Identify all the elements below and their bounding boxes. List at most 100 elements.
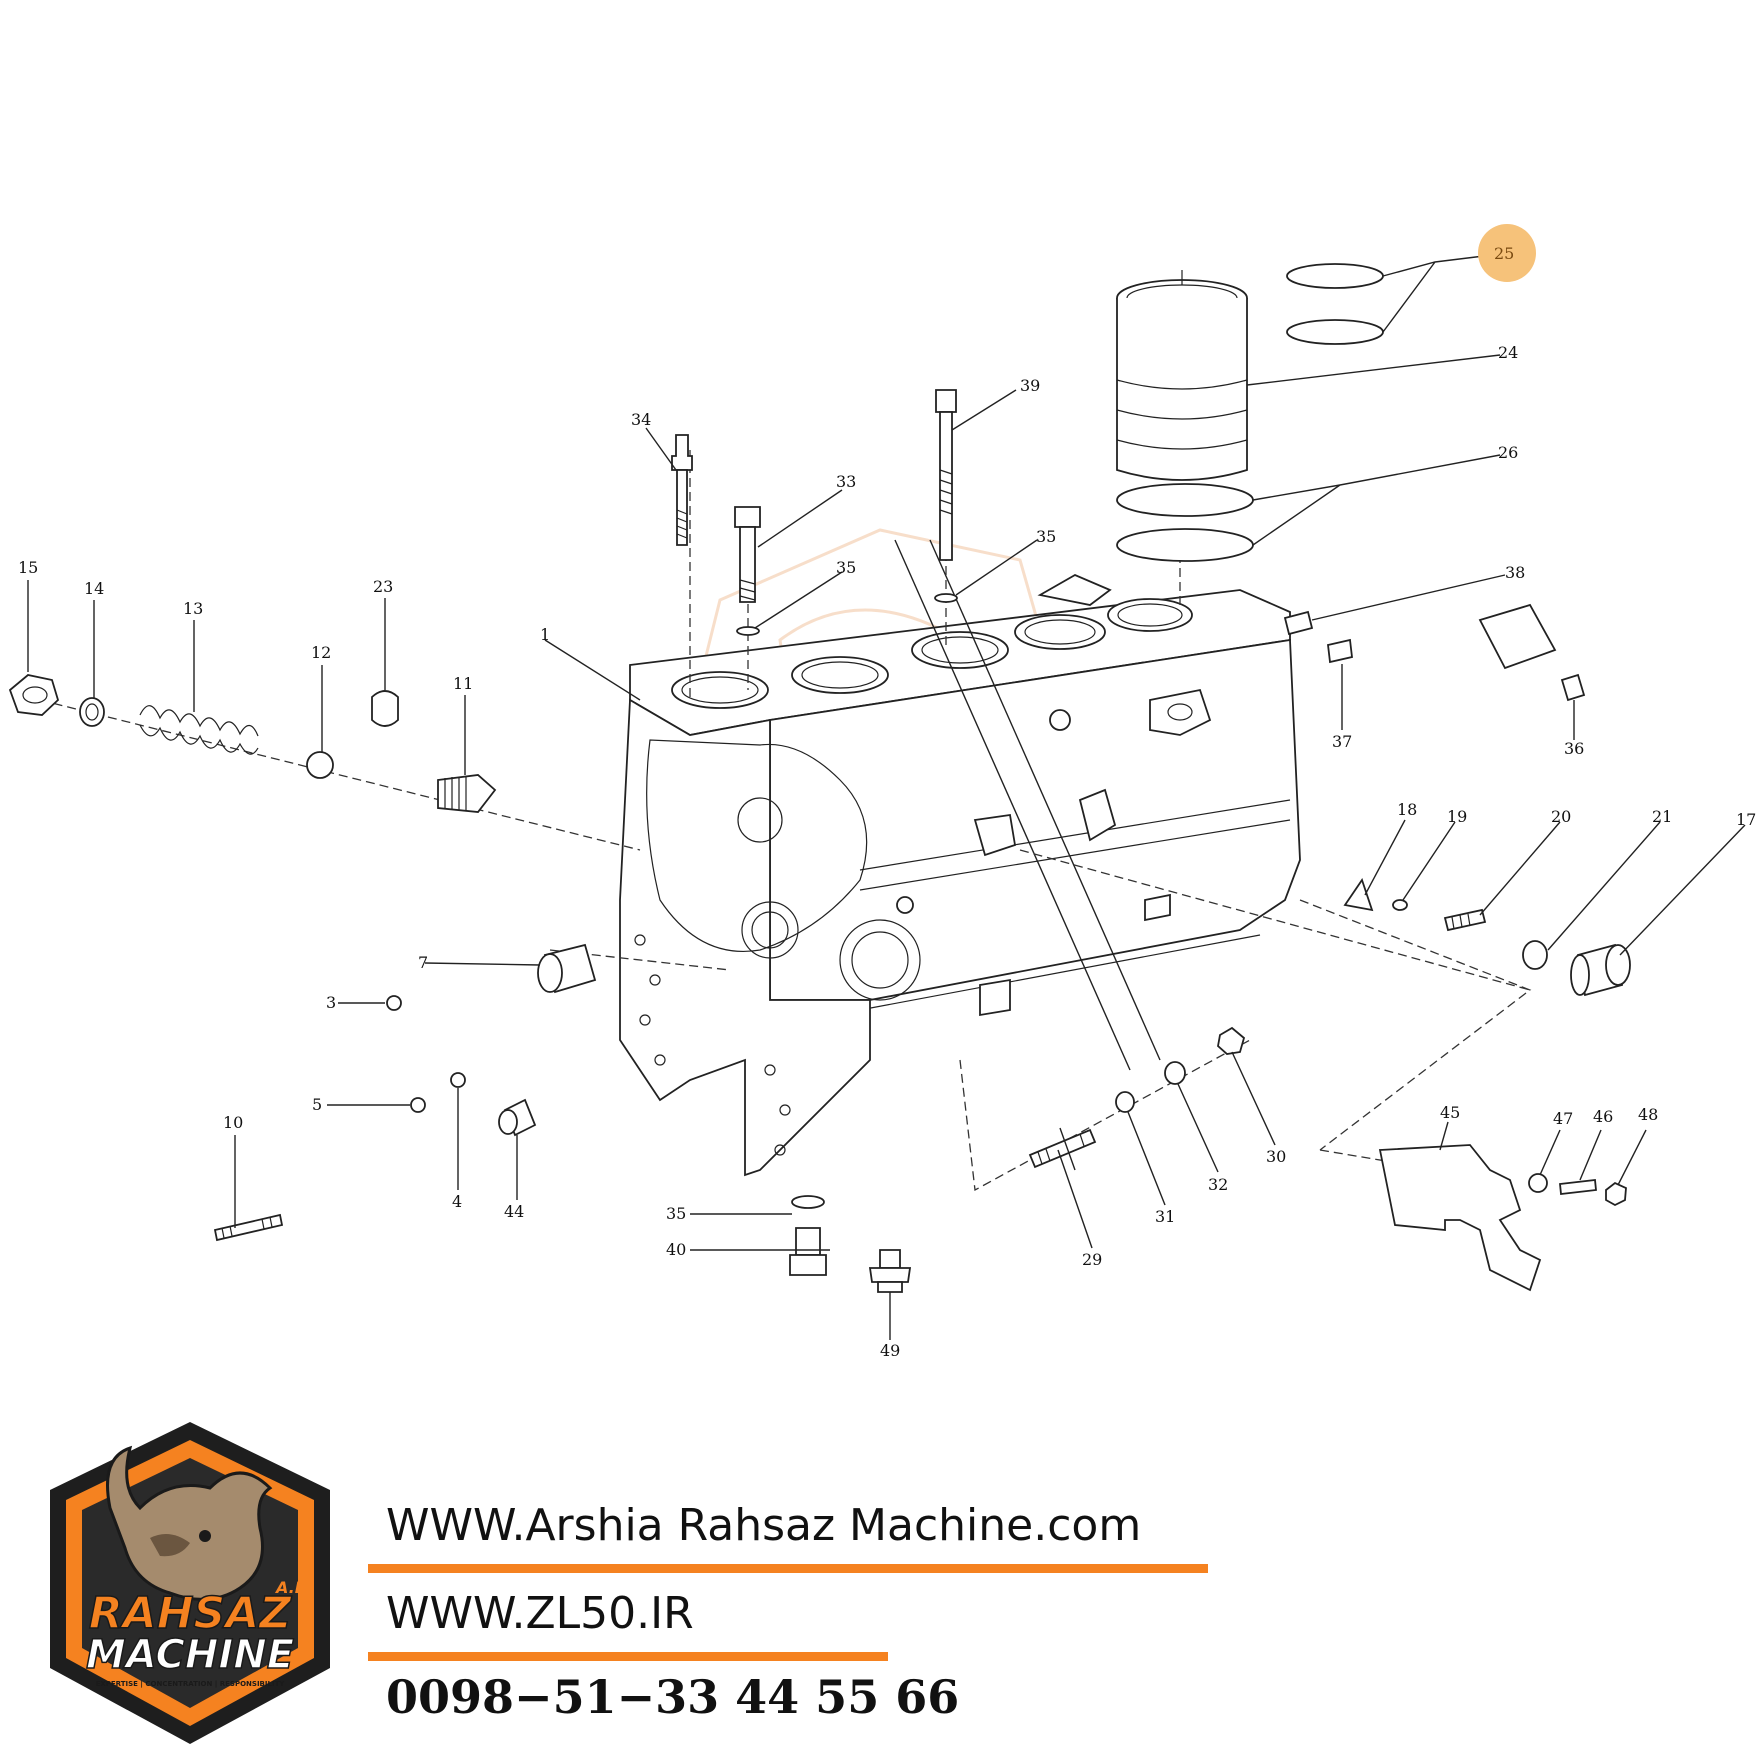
- part-48-nut: [1605, 1181, 1627, 1207]
- callout-15: 15: [18, 558, 38, 577]
- callout-5: 5: [312, 1095, 322, 1114]
- callout-17: 17: [1736, 810, 1756, 829]
- part-25-seal-ring: [1286, 319, 1384, 345]
- callout-35: 35: [836, 558, 856, 577]
- part-45-bracket: [1378, 1144, 1542, 1292]
- part-18-bracket: [1343, 877, 1374, 912]
- cylinder-block: [619, 539, 1301, 1177]
- callout-24: 24: [1498, 343, 1518, 362]
- part-49-drain-plug: [868, 1249, 912, 1293]
- logo-tagline: EXPERTISE | CONCENTRATION | RESPONSIBILI…: [96, 1680, 286, 1689]
- part-35-washer: [934, 593, 958, 603]
- part-11-valve: [437, 774, 497, 813]
- part-35-washer: [736, 626, 760, 636]
- part-31-washer: [1115, 1091, 1135, 1113]
- part-26-o-ring: [1116, 528, 1254, 562]
- callout-14: 14: [84, 579, 104, 598]
- callout-3: 3: [326, 993, 336, 1012]
- part-17-elbow-fitting: [1570, 943, 1631, 997]
- part-7-bushing: [537, 943, 597, 994]
- callout-18: 18: [1397, 800, 1417, 819]
- callout-36: 36: [1564, 739, 1584, 758]
- part-38-dowel: [1283, 610, 1314, 636]
- callout-26: 26: [1498, 443, 1518, 462]
- callout-numbers: 15 14 13 12 23 11 1 7 3 5 4 44 10 34 33 …: [18, 244, 1756, 1360]
- part-44-fitting: [498, 1098, 537, 1137]
- callout-33: 33: [836, 472, 856, 491]
- part-24-cylinder-liner: [1116, 270, 1248, 500]
- callout-34: 34: [631, 410, 651, 429]
- callout-49: 49: [880, 1341, 900, 1360]
- accent-bar: [368, 1652, 888, 1661]
- part-23-cap: [371, 690, 399, 727]
- logo-brand-bottom: MACHINE: [86, 1632, 294, 1678]
- part-30-nut: [1217, 1026, 1246, 1055]
- callout-20: 20: [1551, 807, 1571, 826]
- callout-4: 4: [452, 1192, 462, 1211]
- part-39-bolt: [935, 389, 957, 561]
- part-37-pin: [1327, 638, 1353, 664]
- phone-number: 0098−51−33 44 55 66: [386, 1670, 960, 1724]
- callout-25: 25: [1494, 244, 1514, 263]
- part-26-o-ring: [1116, 483, 1254, 517]
- part-20-bolt: [1443, 908, 1487, 932]
- part-32-washer: [1164, 1061, 1186, 1085]
- callout-21: 21: [1652, 807, 1672, 826]
- part-46-stud: [1559, 1179, 1597, 1195]
- callout-48: 48: [1638, 1105, 1658, 1124]
- part-13-spring: [139, 705, 259, 755]
- part-4-plug: [450, 1072, 466, 1088]
- part-10-stud: [213, 1213, 284, 1242]
- accent-bar: [368, 1564, 1208, 1573]
- rahsaz-machine-logo: A.I RAHSAZ MACHINE EXPERTISE | CONCENTRA…: [50, 1422, 330, 1744]
- parts: [8, 263, 1631, 1293]
- part-40-bolt: [789, 1227, 827, 1276]
- callout-46: 46: [1593, 1107, 1613, 1126]
- part-gasket: [1478, 603, 1557, 670]
- callout-38: 38: [1505, 563, 1525, 582]
- callout-44: 44: [504, 1202, 524, 1221]
- part-33-bolt: [734, 506, 761, 603]
- part-47-washer: [1528, 1173, 1548, 1193]
- website-link-2[interactable]: WWW.ZL50.IR: [386, 1588, 694, 1639]
- callout-32: 32: [1208, 1175, 1228, 1194]
- part-3-plug: [386, 995, 402, 1011]
- part-19-ring: [1392, 899, 1408, 911]
- callout-7: 7: [418, 953, 428, 972]
- part-35-washer: [791, 1195, 825, 1209]
- callout-40: 40: [666, 1240, 686, 1259]
- part-25-seal-ring: [1286, 263, 1384, 289]
- callout-11: 11: [453, 674, 473, 693]
- assembly-lines: [39, 440, 1532, 1192]
- callout-35: 35: [1036, 527, 1056, 546]
- callout-47: 47: [1553, 1109, 1573, 1128]
- callout-39: 39: [1020, 376, 1040, 395]
- callout-13: 13: [183, 599, 203, 618]
- callout-37: 37: [1332, 732, 1352, 751]
- part-15-nut: [8, 674, 60, 716]
- logo-brand-top: RAHSAZ: [89, 1588, 293, 1639]
- callout-12: 12: [311, 643, 331, 662]
- part-12-ball: [306, 751, 334, 779]
- part-21-ring: [1522, 940, 1548, 970]
- part-34-stud: [671, 434, 693, 546]
- callout-30: 30: [1266, 1147, 1286, 1166]
- part-36-clip: [1560, 673, 1586, 702]
- logo-initials: A.I: [274, 1578, 301, 1597]
- website-link[interactable]: WWW.Arshia Rahsaz Machine.com: [386, 1500, 1142, 1551]
- callout-31: 31: [1155, 1207, 1175, 1226]
- callout-45: 45: [1440, 1103, 1460, 1122]
- leader-lines: [27, 254, 1746, 1340]
- part-29-stud: [1028, 1127, 1097, 1171]
- callout-1: 1: [540, 625, 550, 644]
- part-5-plug: [410, 1097, 426, 1113]
- callout-19: 19: [1447, 807, 1467, 826]
- rhino-icon: [106, 1445, 273, 1601]
- highlight-25: [1478, 224, 1536, 282]
- callout-29: 29: [1082, 1250, 1102, 1269]
- part-14-washer: [79, 697, 105, 727]
- callout-23: 23: [373, 577, 393, 596]
- callout-10: 10: [223, 1113, 243, 1132]
- callout-35: 35: [666, 1204, 686, 1223]
